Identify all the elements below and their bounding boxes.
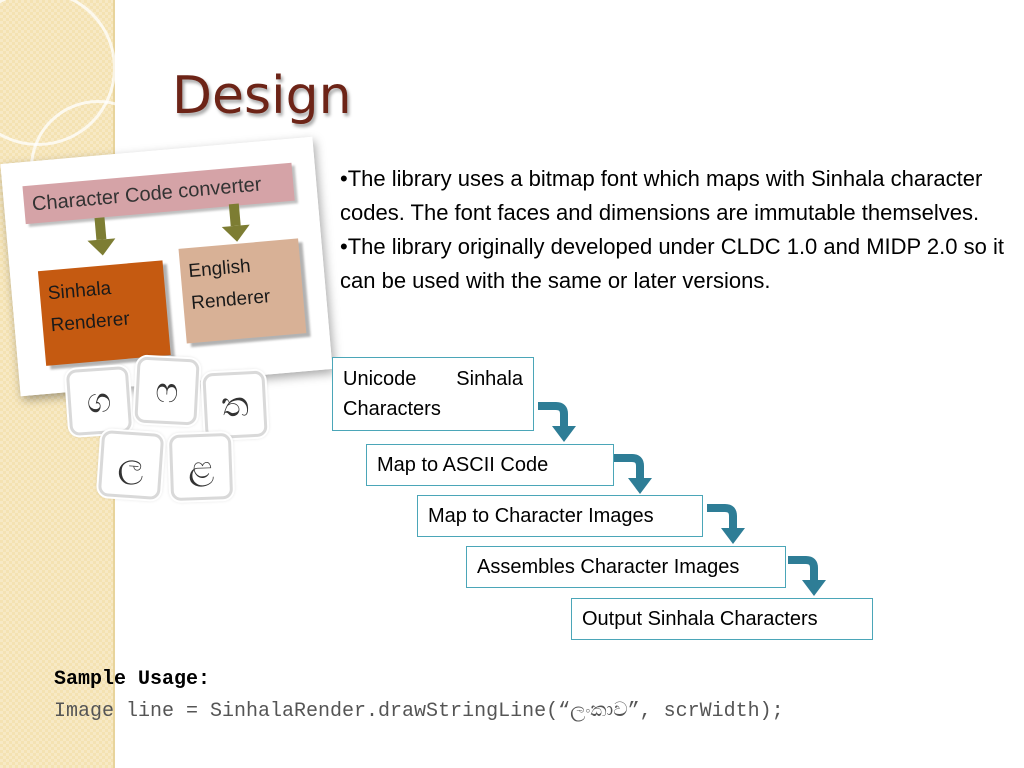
converter-bar: Character Code converter — [22, 162, 295, 225]
curved-arrow-icon — [538, 402, 576, 442]
flow-step-unicode: Unicode Sinhala Characters — [332, 357, 534, 431]
bullet-item: •The library originally developed under … — [340, 234, 1004, 293]
flow-step-assemble: Assembles Character Images — [466, 546, 786, 588]
sinhala-glyph-tile: ෆ — [134, 356, 200, 426]
sample-usage: Sample Usage: Image line = SinhalaRender… — [54, 664, 784, 728]
sample-usage-label: Sample Usage: — [54, 668, 211, 691]
slide-title: Design — [172, 66, 352, 126]
flow-step-label: Map to Character Images — [428, 505, 654, 527]
sinhala-glyph-tile: ත — [202, 370, 268, 440]
flow-step-label: Map to ASCII Code — [377, 454, 549, 476]
curved-arrow-icon — [707, 504, 745, 544]
sinhala-glyph-tile: ළ — [168, 432, 234, 502]
flow-step-ascii: Map to ASCII Code — [366, 444, 614, 486]
flow-step-label: Output Sinhala Characters — [582, 608, 818, 630]
flow-step-label: Assembles Character Images — [477, 556, 740, 578]
sinhala-glyph-tile: ල — [97, 429, 165, 501]
curved-arrow-icon — [614, 454, 652, 494]
flow-step-char-images: Map to Character Images — [417, 495, 703, 537]
sinhala-renderer-box: Sinhala Renderer — [37, 260, 171, 366]
flow-step-output: Output Sinhala Characters — [571, 598, 873, 640]
bullet-list: •The library uses a bitmap font which ma… — [340, 162, 1024, 298]
sinhala-glyph-tile: ග — [65, 365, 133, 437]
english-renderer-box: English Renderer — [178, 238, 307, 344]
flow-step-label: Unicode Sinhala Characters — [343, 368, 523, 420]
bullet-item: •The library uses a bitmap font which ma… — [340, 166, 983, 225]
curved-arrow-icon — [788, 556, 826, 596]
sample-usage-code: Image line = SinhalaRender.drawStringLin… — [54, 700, 784, 723]
